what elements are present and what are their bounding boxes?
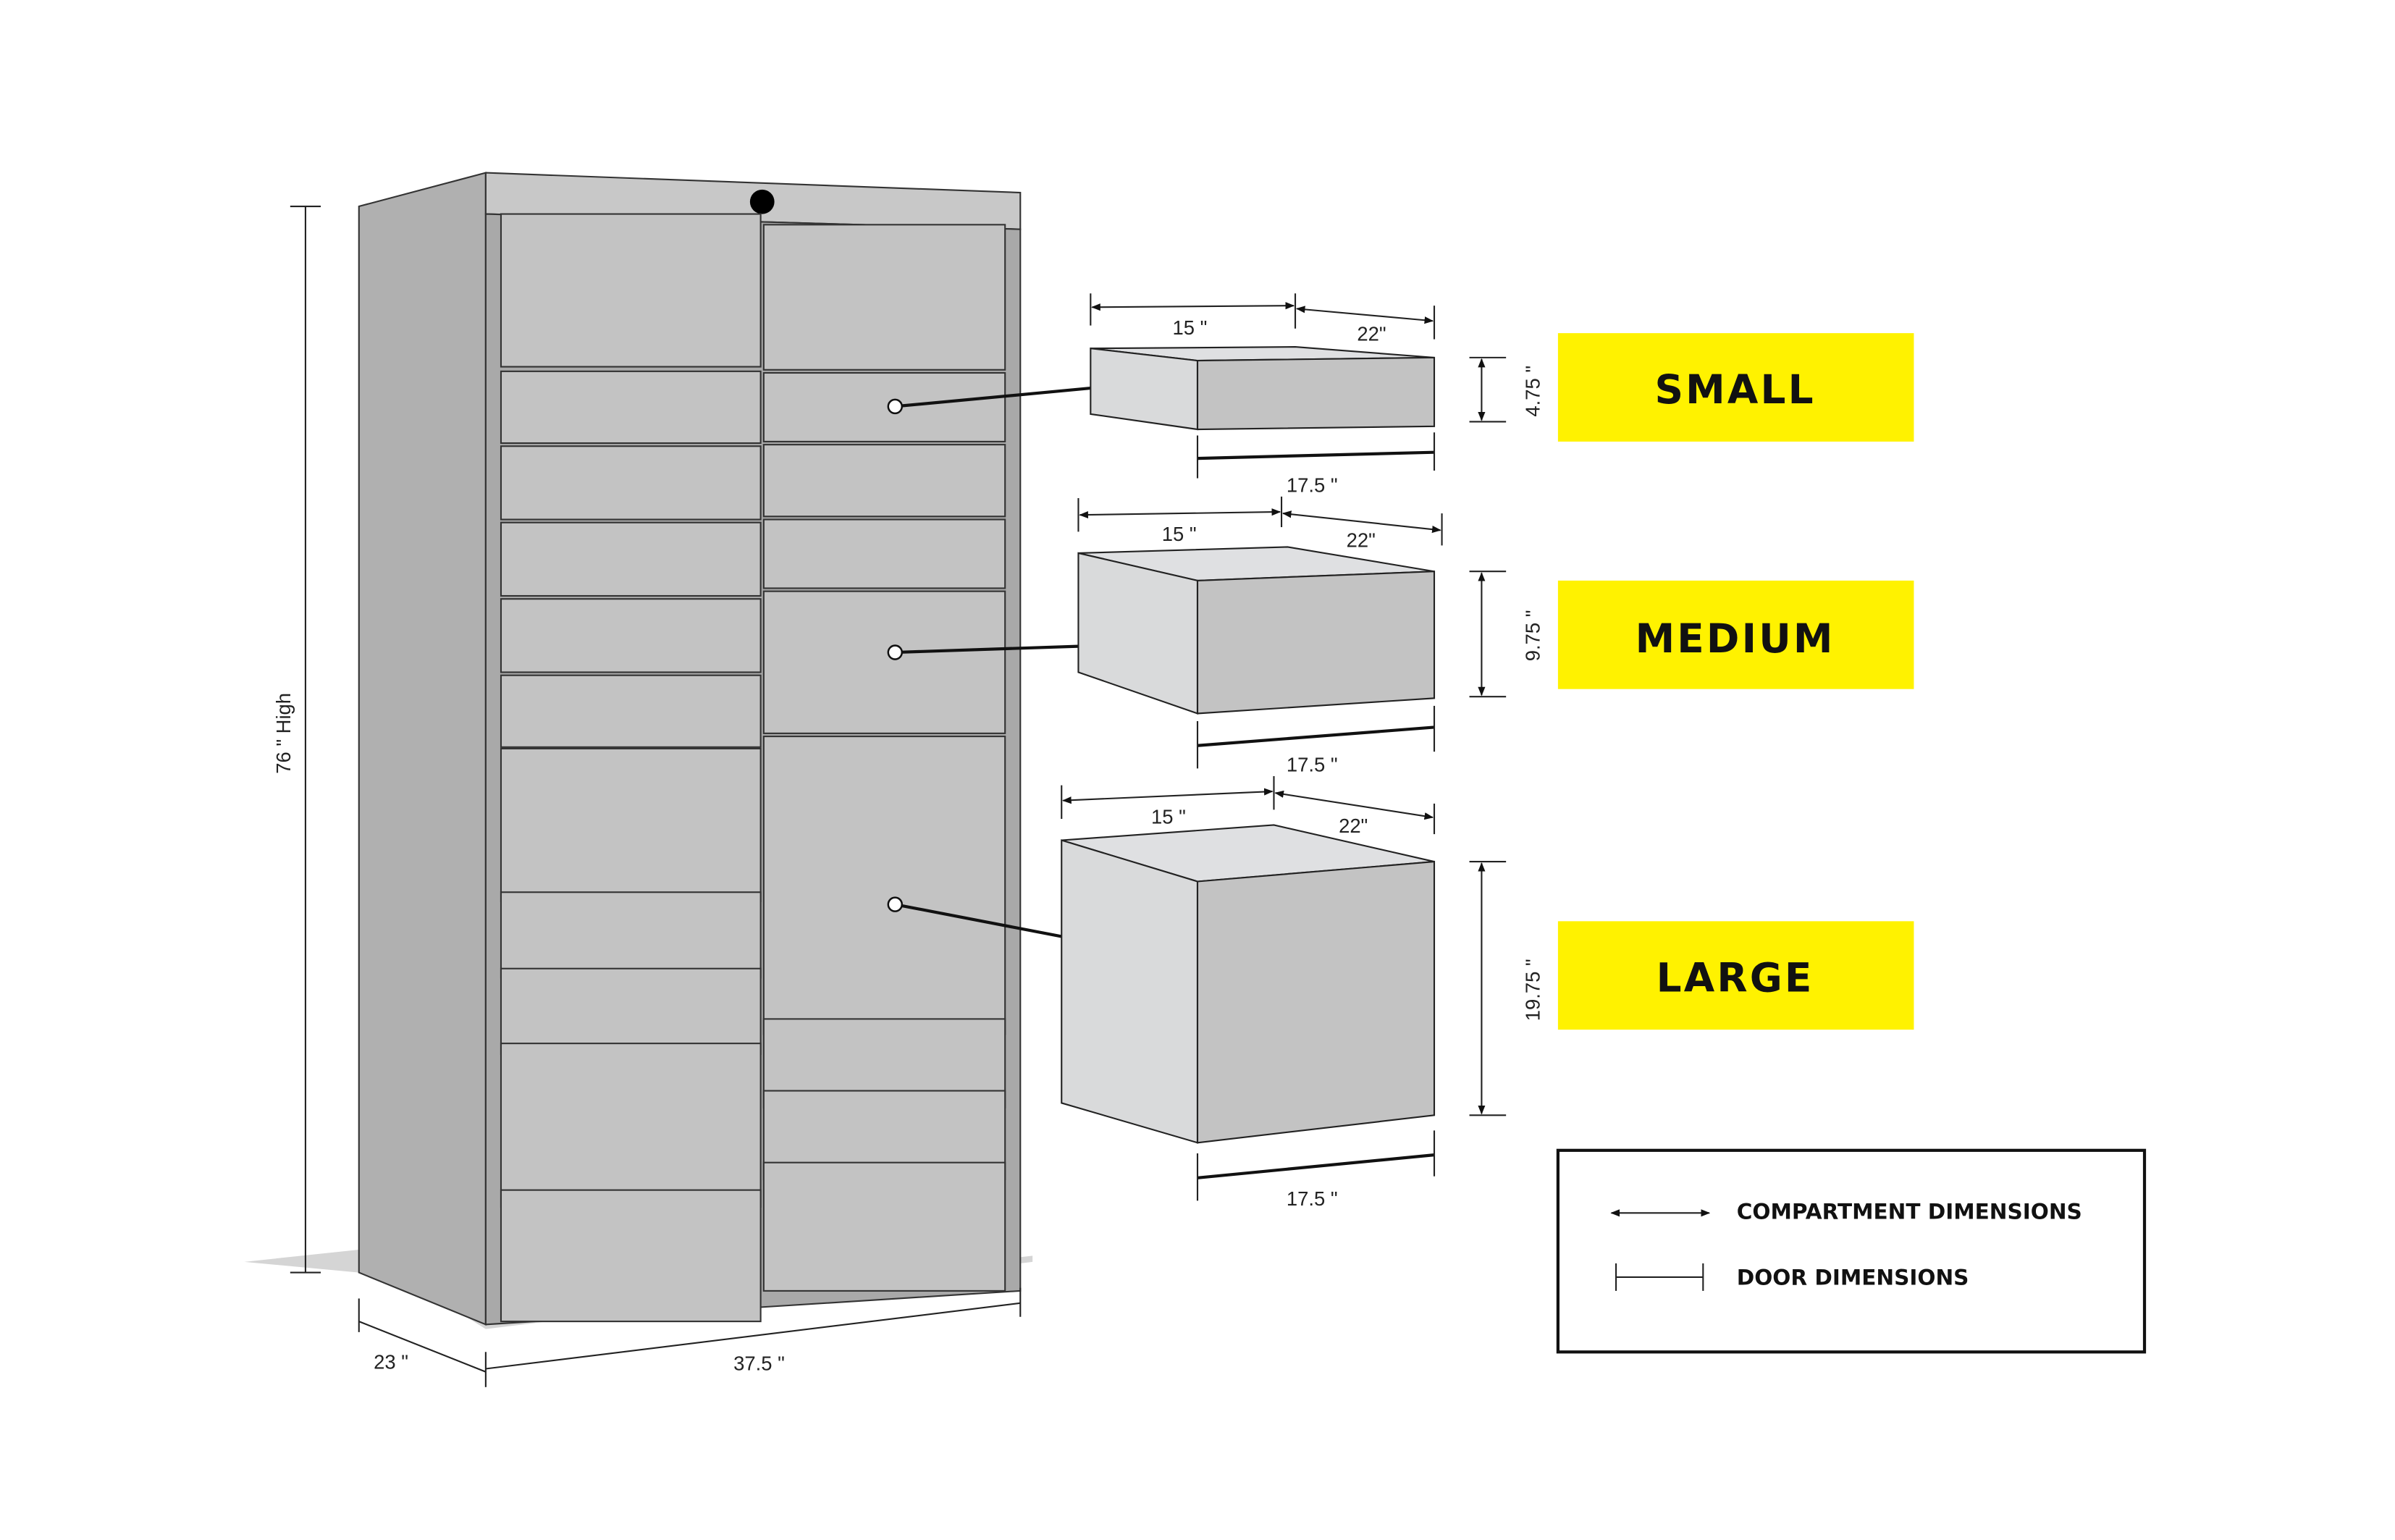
locker-door bbox=[500, 445, 762, 521]
locker-door bbox=[500, 521, 762, 597]
svg-text:SMALL: SMALL bbox=[1654, 366, 1815, 413]
callouts bbox=[887, 386, 1091, 938]
medium-compartment: 15 " 22" 9.75 " 17.5 " bbox=[1077, 496, 1544, 776]
locker-door bbox=[500, 1189, 762, 1323]
width-label: 15 " bbox=[1173, 316, 1208, 339]
size-label-medium: MEDIUM bbox=[1557, 580, 1914, 689]
height-label: 19.75 " bbox=[1522, 959, 1544, 1021]
width-label: 15 " bbox=[1162, 523, 1197, 545]
camera-icon bbox=[749, 189, 775, 214]
small-compartment: 15 " 22" 4.75 " 17.5 " bbox=[1090, 293, 1544, 497]
height-label: 76 " High bbox=[272, 693, 295, 774]
locker-door bbox=[762, 444, 1006, 518]
height-label: 9.75 " bbox=[1522, 610, 1544, 662]
right-column-doors bbox=[762, 224, 1006, 1292]
locker-door bbox=[762, 224, 1006, 371]
size-label-large: LARGE bbox=[1557, 921, 1914, 1030]
legend-compartment-label: COMPARTMENT DIMENSIONS bbox=[1737, 1200, 2082, 1224]
large-compartment: 15 " 22" 19.75 " 17.5 " bbox=[1061, 775, 1544, 1210]
locker-door bbox=[500, 370, 762, 445]
locker-door bbox=[500, 598, 762, 673]
width-dimension: 37.5 " bbox=[485, 1287, 1022, 1375]
locker-door bbox=[500, 747, 762, 902]
locker-door bbox=[762, 1161, 1006, 1292]
locker-door bbox=[500, 674, 762, 748]
legend: COMPARTMENT DIMENSIONS DOOR DIMENSIONS bbox=[1556, 1148, 2147, 1354]
locker-door bbox=[500, 1043, 762, 1208]
depth-label: 22" bbox=[1357, 323, 1386, 345]
door-label: 17.5 " bbox=[1287, 1187, 1338, 1210]
door-label: 17.5 " bbox=[1287, 474, 1338, 497]
depth-dimension: 23 " bbox=[358, 1298, 487, 1387]
locker-door bbox=[500, 213, 762, 368]
door-label: 17.5 " bbox=[1287, 754, 1338, 776]
svg-text:MEDIUM: MEDIUM bbox=[1636, 615, 1835, 662]
locker-door bbox=[762, 736, 1006, 1035]
locker-door bbox=[500, 967, 762, 1055]
locker-door bbox=[762, 371, 1006, 442]
left-column-doors bbox=[500, 213, 762, 1323]
legend-door-label: DOOR DIMENSIONS bbox=[1737, 1265, 1969, 1289]
size-label-small: SMALL bbox=[1557, 333, 1914, 442]
height-label: 4.75 " bbox=[1522, 366, 1544, 417]
height-dimension: 76 " High bbox=[272, 205, 321, 1274]
floor-shadow bbox=[244, 1249, 1033, 1329]
svg-text:LARGE: LARGE bbox=[1657, 954, 1814, 1001]
depth-label: 22" bbox=[1339, 815, 1368, 837]
width-label: 15 " bbox=[1151, 805, 1186, 828]
locker-side-panel bbox=[358, 172, 487, 1326]
locker-door bbox=[500, 891, 762, 979]
depth-label: 22" bbox=[1347, 529, 1376, 551]
depth-label: 23 " bbox=[374, 1351, 408, 1373]
width-label: 37.5 " bbox=[733, 1352, 785, 1375]
locker-door bbox=[762, 518, 1006, 589]
locker-door bbox=[762, 590, 1006, 734]
